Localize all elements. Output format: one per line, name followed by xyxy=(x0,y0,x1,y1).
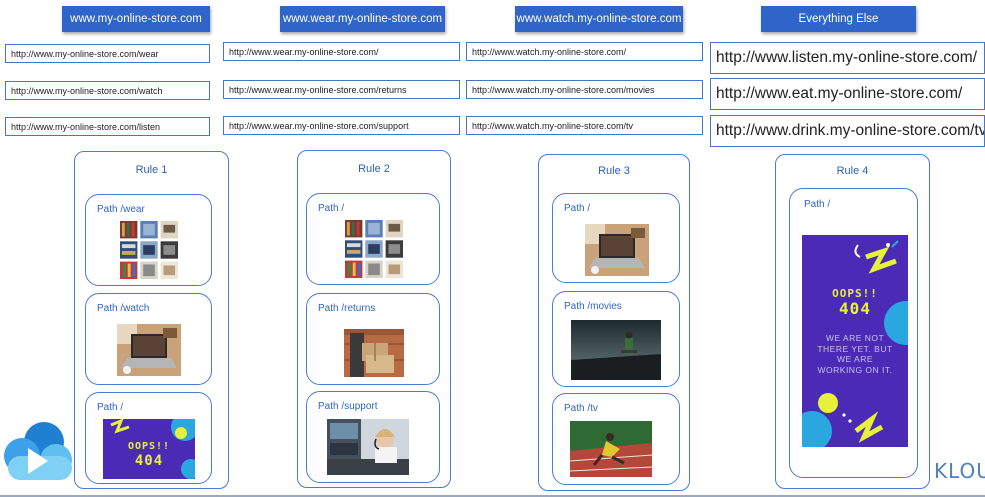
sprinter-image xyxy=(570,421,652,477)
path-label: Path /wear xyxy=(97,204,145,215)
rule-3-path-tv: Path /tv xyxy=(552,393,680,485)
path-label: Path / xyxy=(318,203,345,214)
error-code-text: 404 xyxy=(134,453,164,469)
rule-1-path-wear: Path /wear xyxy=(85,194,212,286)
rule-2-path-returns: Path /returns xyxy=(306,293,440,385)
error-404-poster: OOPS!! 404 WE ARE NOT THERE YET. BUT WE … xyxy=(802,235,908,447)
rule-2-title: Rule 2 xyxy=(358,163,390,175)
clothing-collage-image xyxy=(345,220,403,278)
header-store: www.my-online-store.com xyxy=(62,6,210,32)
rule-1-path-root: Path / OOPS!! 404 xyxy=(85,392,212,484)
url-wear-support: http://www.wear.my-online-store.com/supp… xyxy=(223,116,460,135)
oops-text: OOPS!! xyxy=(127,441,171,452)
error-404-thumbnail: OOPS!! 404 xyxy=(103,419,195,479)
delivery-boxes-image xyxy=(344,329,404,377)
url-watch-root: http://www.watch.my-online-store.com/ xyxy=(466,42,703,61)
rule-3-box: Rule 3 Path / Path /movies Path xyxy=(538,154,690,491)
url-listen: http://www.listen.my-online-store.com/ xyxy=(710,42,985,74)
header-watch: www.watch.my-online-store.com xyxy=(515,6,683,32)
rule-4-title: Rule 4 xyxy=(836,165,869,177)
rule-2-path-support: Path /support xyxy=(306,391,440,483)
rule-2-path-root: Path / xyxy=(306,193,440,285)
path-label: Path /support xyxy=(318,401,378,412)
cloud-play-logo xyxy=(0,418,72,482)
url-drink: http://www.drink.my-online-store.com/tv xyxy=(710,115,985,147)
rule-2-box: Rule 2 Path / Path /returns xyxy=(297,150,451,488)
oops-text: OOPS!! xyxy=(832,287,878,300)
header-wear: www.wear.my-online-store.com xyxy=(280,6,445,32)
url-watch-tv: http://www.watch.my-online-store.com/tv xyxy=(466,116,703,135)
rule-3-path-movies: Path /movies xyxy=(552,291,680,387)
laptop-desk-image xyxy=(117,324,181,376)
path-label: Path /tv xyxy=(564,403,598,414)
path-label: Path /movies xyxy=(564,301,622,312)
url-wear-returns: http://www.wear.my-online-store.com/retu… xyxy=(223,80,460,99)
path-label: Path / xyxy=(564,203,591,214)
rule-3-path-root: Path / xyxy=(552,193,680,283)
laptop-desk-image xyxy=(585,224,649,276)
clothing-collage-image xyxy=(120,221,178,279)
path-label: Path /watch xyxy=(97,303,150,314)
path-label: Path / xyxy=(804,199,831,210)
brand-logo: KLOU xyxy=(934,456,985,486)
bottom-divider xyxy=(0,495,985,497)
path-label: Path / xyxy=(97,402,124,413)
rule-1-box: Rule 1 Path /wear Path /watch xyxy=(74,151,229,489)
error-code-text: 404 xyxy=(839,299,871,318)
url-store-watch: http://www.my-online-store.com/watch xyxy=(5,81,210,100)
path-label: Path /returns xyxy=(318,303,376,314)
header-everything-else: Everything Else xyxy=(761,6,916,32)
rule-3-title: Rule 3 xyxy=(598,165,630,177)
movie-scene-image xyxy=(571,320,661,380)
url-watch-movies: http://www.watch.my-online-store.com/mov… xyxy=(466,80,703,99)
rule-1-title: Rule 1 xyxy=(135,164,168,176)
rule-4-path-root: Path / OOPS!! 404 WE ARE NOT THERE YET. … xyxy=(789,188,918,478)
brand-logo-text: KLOU xyxy=(934,459,985,483)
support-agent-image xyxy=(327,419,409,475)
url-wear-root: http://www.wear.my-online-store.com/ xyxy=(223,42,460,61)
url-store-listen: http://www.my-online-store.com/listen xyxy=(5,117,210,136)
rule-4-box: Rule 4 Path / OOPS!! 404 WE ARE NOT THER… xyxy=(775,154,930,489)
url-eat: http://www.eat.my-online-store.com/ xyxy=(710,78,985,110)
error-message-text: WE ARE NOT THERE YET. BUT WE ARE WORKING… xyxy=(817,333,893,375)
url-store-wear: http://www.my-online-store.com/wear xyxy=(5,44,210,63)
rule-1-path-watch: Path /watch xyxy=(85,293,212,385)
